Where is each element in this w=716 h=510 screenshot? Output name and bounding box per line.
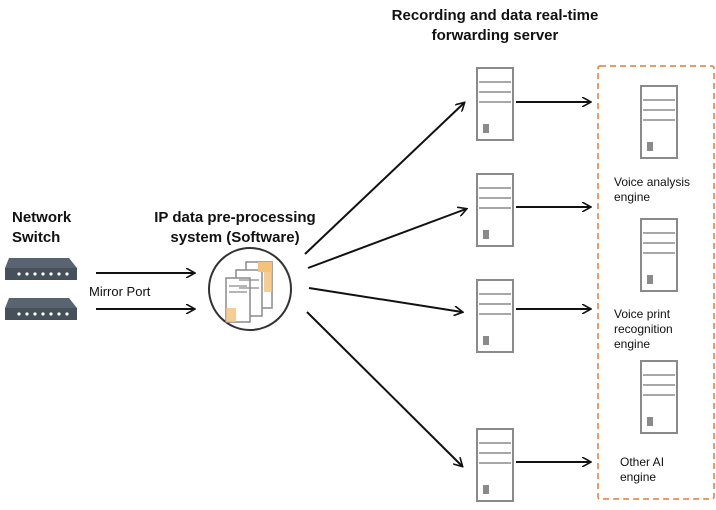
server-tower-icon	[476, 279, 514, 353]
document-stack-icon	[208, 247, 292, 331]
network-switch-icon	[5, 258, 77, 280]
mirror-port-label: Mirror Port	[89, 284, 151, 299]
server-tower-icon	[640, 85, 678, 159]
ai-engine-group	[597, 65, 715, 500]
server-tower-icon	[476, 173, 514, 247]
network-switch-icon	[5, 298, 77, 320]
server-tower-icon	[640, 360, 678, 434]
fanout-arrow-4	[306, 311, 462, 466]
server-tower-icon	[640, 218, 678, 292]
fanout-arrow-1	[304, 103, 464, 255]
fanout-arrow-3	[308, 287, 462, 312]
server-tower-icon	[476, 67, 514, 141]
server-tower-icon	[476, 428, 514, 502]
fanout-arrow-2	[307, 209, 466, 269]
